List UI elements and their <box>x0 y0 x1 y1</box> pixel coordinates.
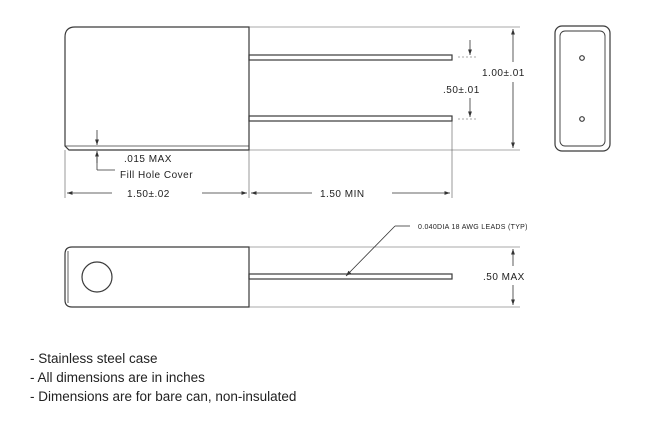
height-dimension-label: 1.00±.01 <box>482 68 525 79</box>
front-view <box>64 26 453 151</box>
leads-note-label: 0.040DIA 18 AWG LEADS (TYP) <box>418 224 528 231</box>
lead-spacing-dimension-label: .50±.01 <box>443 85 480 96</box>
end-view-inner <box>559 30 606 147</box>
front-view-body <box>64 26 250 151</box>
leads-note-leader <box>345 225 410 277</box>
note-item: Dimensions are for bare can, non-insulat… <box>30 387 296 406</box>
body-length-dimension-label: 1.50±.02 <box>127 189 170 200</box>
extension-lines <box>64 26 520 198</box>
top-view-lead <box>248 273 453 280</box>
top-view-body <box>64 246 250 308</box>
note-item: Stainless steel case <box>30 349 296 368</box>
note-item: All dimensions are in inches <box>30 368 296 387</box>
fill-hole-max-label: .015 MAX <box>124 154 172 165</box>
fill-hole-dimension <box>95 130 115 171</box>
end-view-upper-lead-dot <box>579 55 585 61</box>
front-view-upper-lead <box>248 54 453 61</box>
top-view <box>64 246 453 308</box>
notes-list: Stainless steel case All dimensions are … <box>30 349 297 406</box>
front-view-lower-lead <box>248 115 453 122</box>
end-view <box>554 25 611 152</box>
mounting-hole <box>81 261 113 293</box>
thickness-dimension-label: .50 MAX <box>483 272 525 283</box>
end-view-outer <box>554 25 611 152</box>
end-view-lower-lead-dot <box>579 116 585 122</box>
fill-hole-cover-label: Fill Hole Cover <box>120 170 193 181</box>
top-view-extension-lines <box>249 246 520 308</box>
lead-length-dimension-label: 1.50 MIN <box>320 189 365 200</box>
